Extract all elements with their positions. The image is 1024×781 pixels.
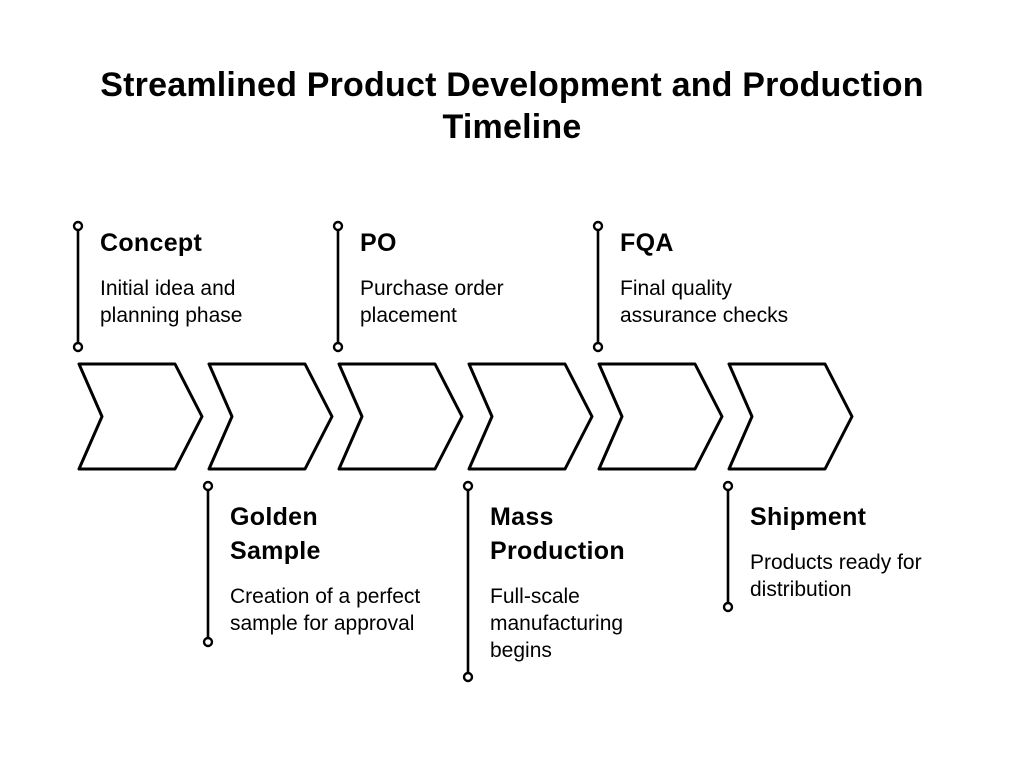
stage-description: Final quality assurance checks bbox=[620, 277, 789, 327]
page-title: Streamlined Product Development and Prod… bbox=[100, 66, 924, 146]
stem-endpoint-circle bbox=[332, 341, 344, 353]
stage-name: Concept bbox=[100, 229, 203, 257]
stage-description: Initial idea and planning phase bbox=[100, 277, 243, 327]
stage-label-po: PO Purchase order placement bbox=[360, 226, 630, 329]
stage-description: Full-scale manufacturing begins bbox=[490, 585, 624, 662]
stage-description: Products ready for distribution bbox=[750, 551, 922, 601]
stem-endpoint-circle bbox=[202, 480, 214, 492]
stage-connector-golden-sample bbox=[202, 480, 214, 648]
stem-endpoint-circle bbox=[462, 480, 474, 492]
stem-endpoint-circle bbox=[332, 220, 344, 232]
stem-endpoint-circle bbox=[722, 601, 734, 613]
stem-endpoint-circle bbox=[722, 480, 734, 492]
stage-name: Shipment bbox=[750, 503, 867, 531]
stage-connector-concept bbox=[72, 220, 84, 353]
stage-connector-fqa bbox=[592, 220, 604, 353]
chevron-shape bbox=[467, 362, 594, 471]
stage-name: FQA bbox=[620, 229, 674, 257]
stage-name: Mass Production bbox=[490, 503, 625, 565]
stem-endpoint-circle bbox=[592, 220, 604, 232]
stage-connector-po bbox=[332, 220, 344, 353]
stage-label-fqa: FQA Final quality assurance checks bbox=[620, 226, 890, 329]
stage-description: Creation of a perfect sample for approva… bbox=[230, 585, 421, 635]
stage-description: Purchase order placement bbox=[360, 277, 504, 327]
stem-endpoint-circle bbox=[72, 341, 84, 353]
stem-endpoint-circle bbox=[592, 341, 604, 353]
chevron-shape bbox=[597, 362, 724, 471]
stem-endpoint-circle bbox=[202, 636, 214, 648]
stage-name: PO bbox=[360, 229, 397, 257]
stem-endpoint-circle bbox=[462, 671, 474, 683]
chevron-shape bbox=[77, 362, 204, 471]
chevron-shape bbox=[727, 362, 854, 471]
chevron-shape bbox=[207, 362, 334, 471]
stem-endpoint-circle bbox=[72, 220, 84, 232]
chevron-shape bbox=[337, 362, 464, 471]
stage-connector-shipment bbox=[722, 480, 734, 613]
stage-name: Golden Sample bbox=[230, 503, 321, 565]
stage-connector-mass-production bbox=[462, 480, 474, 683]
